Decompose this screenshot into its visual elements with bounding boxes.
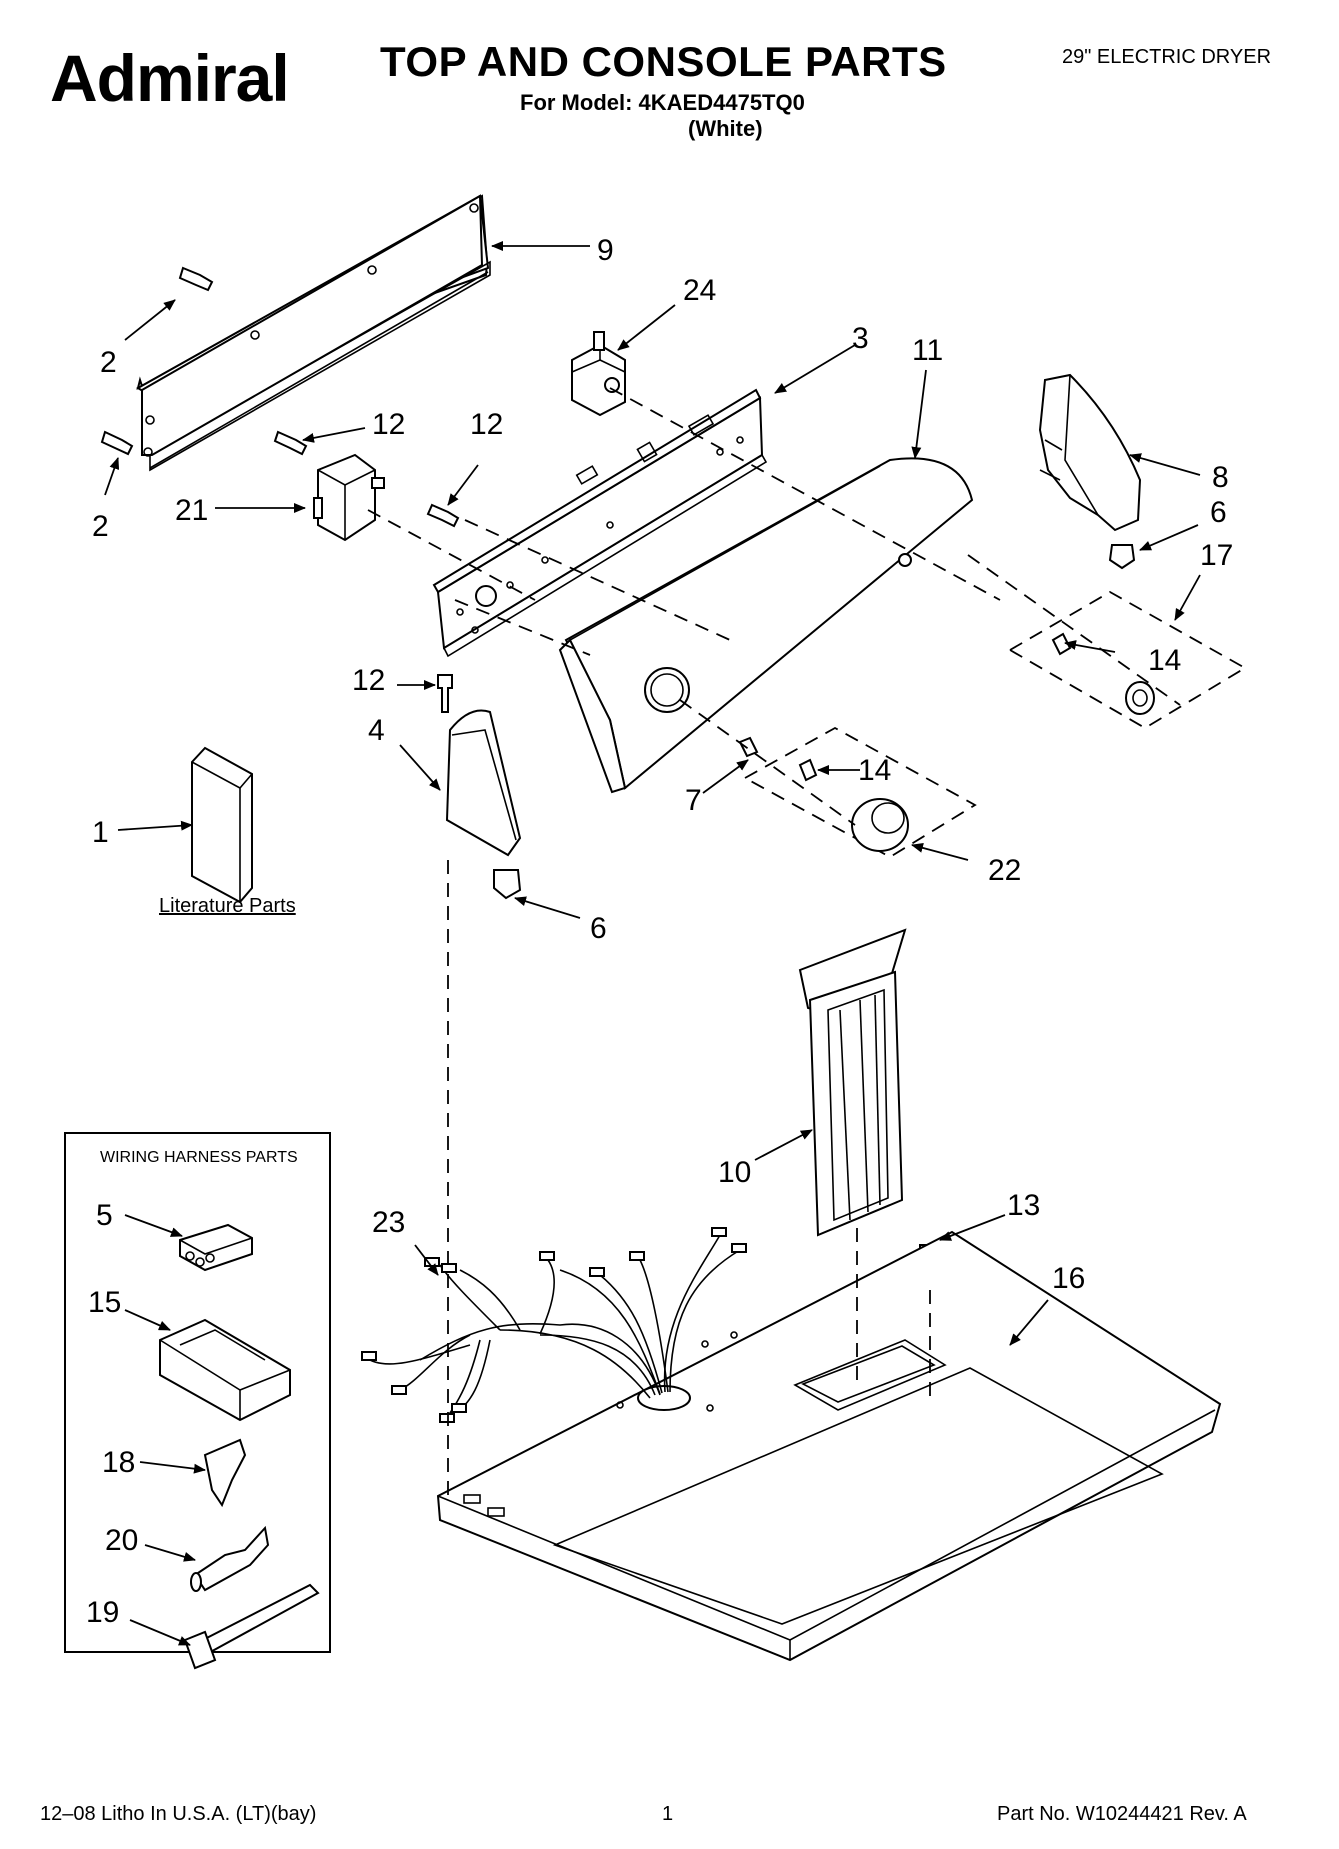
part-2-screw-upper xyxy=(178,266,214,292)
callout-18: 18 xyxy=(102,1446,135,1479)
part-11-console xyxy=(558,457,974,794)
callout-6-right: 6 xyxy=(1210,496,1227,529)
model-line: For Model: 4KAED4475TQ0 xyxy=(520,90,805,115)
part-17-kit-box xyxy=(1008,590,1247,730)
part-20-terminal xyxy=(190,1525,270,1592)
part-21-timer xyxy=(313,453,385,542)
callout-10: 10 xyxy=(718,1156,751,1189)
callout-17: 17 xyxy=(1200,539,1233,572)
callout-7: 7 xyxy=(685,784,702,817)
callout-2-lower: 2 xyxy=(92,510,109,543)
part-22-kit-box xyxy=(738,726,977,859)
part-5-connector xyxy=(179,1223,253,1272)
callout-24: 24 xyxy=(683,274,716,307)
callout-12-b: 12 xyxy=(470,408,503,441)
callout-4: 4 xyxy=(368,714,385,747)
callout-13: 13 xyxy=(1007,1189,1040,1222)
callout-23: 23 xyxy=(372,1206,405,1239)
callout-21: 21 xyxy=(175,494,208,527)
part-6-clip-left xyxy=(493,869,522,900)
part-18-clip xyxy=(203,1438,247,1508)
page-title: TOP AND CONSOLE PARTS xyxy=(380,38,947,85)
callout-leaders xyxy=(104,241,1201,1646)
callout-20: 20 xyxy=(105,1524,138,1557)
part-2-screw-lower xyxy=(100,430,134,456)
callout-14-right: 14 xyxy=(1148,644,1181,677)
wiring-box-title: WIRING HARNESS PARTS xyxy=(100,1149,298,1166)
wiring-harness-parts-box: WIRING HARNESS PARTS xyxy=(64,1132,331,1670)
callout-16: 16 xyxy=(1052,1262,1085,1295)
part-15-terminal-block xyxy=(159,1318,291,1422)
callout-15: 15 xyxy=(88,1286,121,1319)
callout-12-a: 12 xyxy=(372,408,405,441)
footer-part-number: Part No. W10244421 Rev. A xyxy=(997,1803,1247,1825)
callout-19: 19 xyxy=(86,1596,119,1629)
part-10-lint-screen xyxy=(798,928,907,1237)
callout-14-center: 14 xyxy=(858,754,891,787)
part-24-push-switch xyxy=(571,331,626,417)
footer-page-number: 1 xyxy=(662,1803,674,1825)
literature-parts-label: Literature Parts xyxy=(159,895,296,917)
part-3-console-bracket xyxy=(432,388,768,658)
part-6-clip-right xyxy=(1108,544,1136,570)
part-8-end-cap-right xyxy=(1038,373,1142,532)
part-1-literature xyxy=(191,746,253,904)
footer-print-info: 12–08 Litho In U.S.A. (LT)(bay) xyxy=(40,1803,317,1825)
part-12-screw-a xyxy=(273,430,308,456)
part-9-console-back-panel xyxy=(136,194,491,472)
callout-8: 8 xyxy=(1212,461,1229,494)
part-12-screw-b xyxy=(426,503,460,528)
assembly-lines xyxy=(367,387,1181,1500)
callout-2-upper: 2 xyxy=(100,346,117,379)
callout-5: 5 xyxy=(96,1199,113,1232)
callout-3: 3 xyxy=(852,322,869,355)
part-16-top-panel xyxy=(436,1230,1222,1662)
callout-11: 11 xyxy=(912,334,943,367)
part-19-cable-tie xyxy=(183,1583,320,1670)
brand-logo: Admiral xyxy=(50,41,290,115)
callout-22: 22 xyxy=(988,854,1021,887)
part-23-wiring-harness xyxy=(361,1227,747,1423)
callout-9: 9 xyxy=(597,234,614,267)
part-4-end-cap-left xyxy=(445,709,522,857)
product-type: 29" ELECTRIC DRYER xyxy=(1062,46,1272,68)
part-12-screw-c xyxy=(437,674,453,713)
callout-12-c: 12 xyxy=(352,664,385,697)
color-line: (White) xyxy=(688,116,763,141)
callout-numbers: 9 2 2 24 3 11 8 6 17 14 12 12 21 12 4 1 … xyxy=(86,234,1233,1629)
callout-6-left: 6 xyxy=(590,912,607,945)
callout-1: 1 xyxy=(92,816,109,849)
